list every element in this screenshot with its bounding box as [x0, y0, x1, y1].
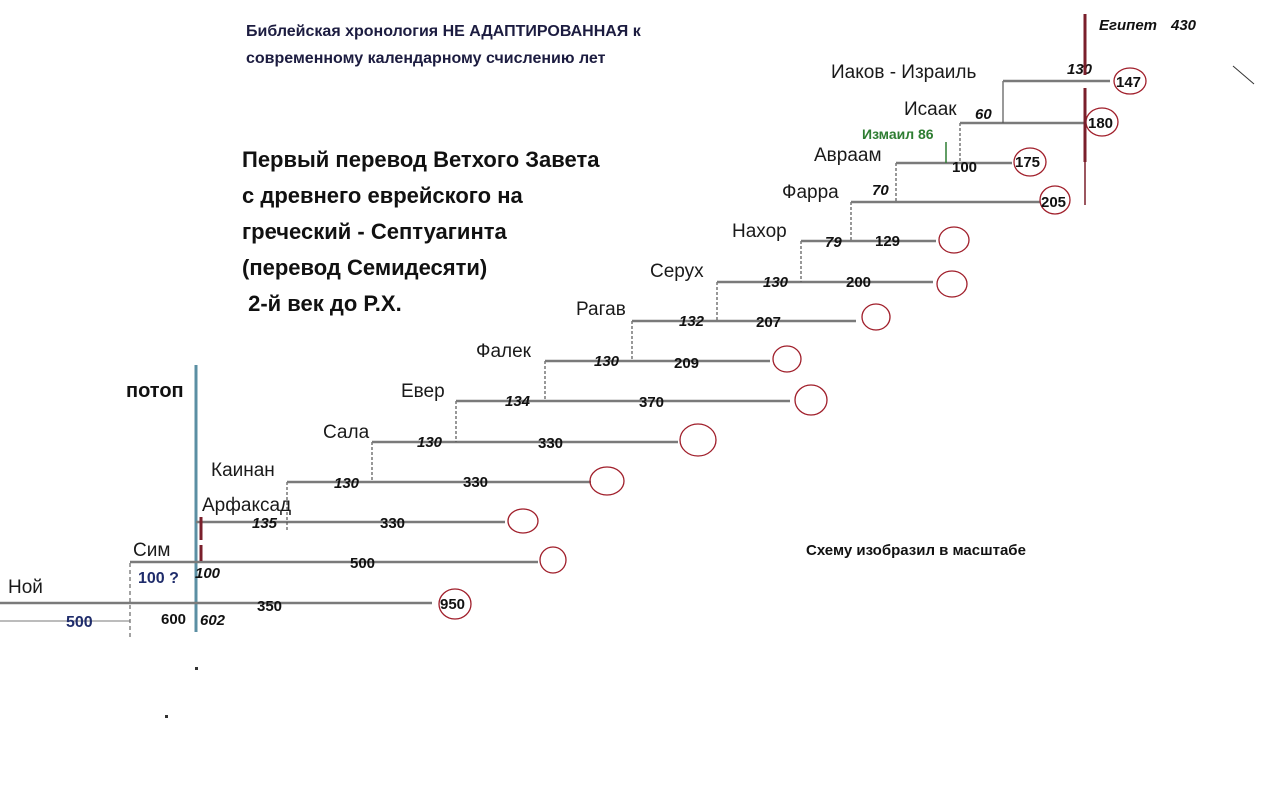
jacob-total: 147	[1116, 74, 1141, 91]
name-abraham: Авраам	[814, 145, 882, 166]
egypt-label: Египет	[1099, 17, 1157, 34]
name-terah: Фарра	[782, 182, 839, 203]
shem-age-at-son: 100 ?	[138, 570, 179, 587]
total-circle-reu	[861, 303, 891, 331]
nahor-age-at-son: 79	[825, 234, 842, 251]
egypt-years: 430	[1170, 17, 1197, 34]
isaac-total: 180	[1088, 115, 1113, 132]
noah-flood-age: 602	[200, 612, 226, 629]
dot-mark	[165, 715, 168, 718]
jacob-age-at-son: 130	[1067, 61, 1093, 78]
name-reu: Рагав	[576, 299, 626, 320]
name-shelah: Сала	[323, 422, 370, 443]
title-line-2: современному календарному счислению лет	[246, 50, 606, 67]
name-eber: Евер	[401, 381, 445, 402]
scale-note: Схему изобразил в масштабе	[806, 542, 1026, 559]
reu-rest: 207	[756, 314, 781, 331]
shelah-rest: 330	[538, 435, 563, 452]
total-circle-serug	[936, 270, 968, 298]
reu-age-at-son: 132	[679, 313, 705, 330]
noah-pre-years: 500	[66, 614, 93, 631]
heading-line-3: греческий - Септуагинта	[242, 219, 508, 244]
noah-total: 950	[440, 596, 465, 613]
eber-rest: 370	[639, 394, 664, 411]
total-circle-shelah	[679, 423, 717, 457]
shelah-age-at-son: 130	[417, 434, 443, 451]
abraham-total: 175	[1015, 154, 1040, 171]
cainan-rest: 330	[463, 474, 488, 491]
name-cainan: Каинан	[211, 460, 275, 481]
arpachshad-rest: 330	[380, 515, 405, 532]
total-circle-peleg	[772, 345, 802, 373]
name-serug: Серух	[650, 261, 704, 282]
total-circle-terah	[1039, 185, 1071, 215]
flood-label: потоп	[126, 380, 184, 402]
name-peleg: Фалек	[476, 341, 532, 362]
heading-line-5: 2-й век до Р.Х.	[242, 291, 402, 316]
noah-rest: 350	[257, 598, 282, 615]
abraham-age-at-son: 100	[952, 159, 977, 176]
shem-after-flood: 100	[195, 565, 221, 582]
heading-line-2: с древнего еврейского на	[242, 183, 524, 208]
shem-rest: 500	[350, 555, 375, 572]
isaac-age-at-son: 60	[975, 106, 992, 123]
name-jacob: Иаков - Израиль	[831, 62, 976, 83]
dot-mark	[195, 667, 198, 670]
total-circle-arpachshad	[507, 508, 539, 534]
serug-rest: 200	[846, 274, 871, 291]
cainan-age-at-son: 130	[334, 475, 360, 492]
total-circle-jacob	[1113, 67, 1147, 95]
heading-line-4: (перевод Семидесяти)	[242, 255, 487, 280]
total-circle-abraham	[1013, 147, 1047, 177]
total-circle-nahor	[938, 226, 970, 254]
arpachshad-age-at-son: 135	[252, 515, 278, 532]
terah-total: 205	[1041, 194, 1066, 211]
stray-stroke	[1232, 65, 1255, 85]
heading-line-1: Первый перевод Ветхого Завета	[242, 147, 600, 172]
name-isaac: Исаак	[904, 99, 957, 120]
ishmael-label: Измаил 86	[862, 126, 934, 142]
name-arpachshad: Арфаксад	[202, 495, 291, 516]
name-nahor: Нахор	[732, 221, 787, 242]
total-circle-shem	[539, 546, 567, 574]
total-circle-eber	[794, 384, 828, 416]
total-circle-noah	[438, 588, 472, 620]
terah-age-at-son: 70	[872, 182, 889, 199]
peleg-age-at-son: 130	[594, 353, 620, 370]
name-shem: Сим	[133, 540, 170, 561]
peleg-rest: 209	[674, 355, 699, 372]
nahor-rest: 129	[875, 233, 900, 250]
title-line-1: Библейская хронология НЕ АДАПТИРОВАННАЯ …	[246, 23, 642, 40]
eber-age-at-son: 134	[505, 393, 531, 410]
noah-age-at-son: 600	[161, 611, 186, 628]
name-noah: Ной	[8, 577, 43, 598]
total-circle-cainan	[589, 466, 625, 496]
serug-age-at-son: 130	[763, 274, 789, 291]
